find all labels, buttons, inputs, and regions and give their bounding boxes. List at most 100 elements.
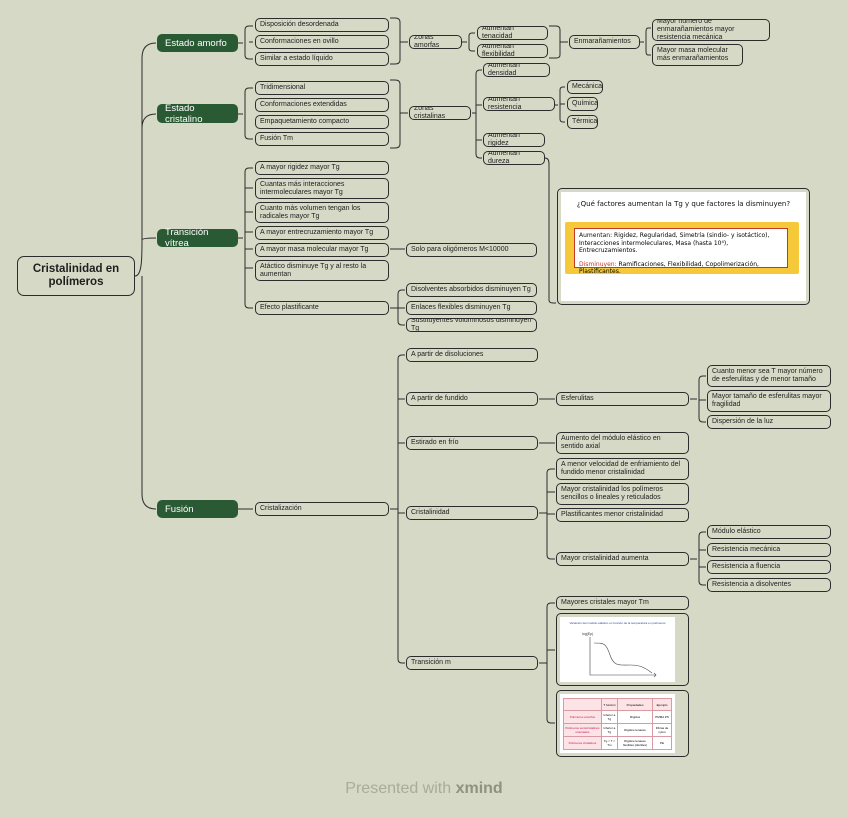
node-disposicion[interactable]: Disposición desordenada <box>255 18 389 32</box>
node-aumentan-flexibilidad[interactable]: Aumentan flexibilidad <box>477 44 548 58</box>
modulus-graph-image[interactable]: Variación del módulo elástico en función… <box>556 613 689 686</box>
node-volumen-radicales-tg[interactable]: Cuanto más volumen tengan los radicales … <box>255 202 389 223</box>
node-estirado-frio[interactable]: Estirado en frío <box>406 436 538 450</box>
node-enlaces-flexibles-tg[interactable]: Enlaces flexibles disminuyen Tg <box>406 301 537 315</box>
node-plastificantes-cristalinidad[interactable]: Plastificantes menor cristalinidad <box>556 508 689 522</box>
node-velocidad-enfriamiento[interactable]: A menor velocidad de enfriamiento del fu… <box>556 458 689 480</box>
node-label: A mayor masa molecular mayor Tg <box>260 246 368 254</box>
table-cell: Polímeros amorfos <box>564 711 602 724</box>
node-label: Mayor cristalinidad aumenta <box>561 555 649 563</box>
node-enmaranamientos[interactable]: Enmarañamientos <box>569 35 640 49</box>
node-label: Efecto plastificante <box>260 304 319 312</box>
node-label: Atáctico disminuye Tg y al resto la aume… <box>260 263 384 279</box>
node-aumentan-densidad[interactable]: Aumentan densidad <box>483 63 550 77</box>
node-fusion-tm[interactable]: Fusión Tm <box>255 132 389 146</box>
node-interacciones-tg[interactable]: Cuantas más interacciones intermolecular… <box>255 178 389 199</box>
node-label: Módulo elástico <box>712 528 761 536</box>
node-similar-liquido[interactable]: Similar a estado líquido <box>255 52 389 66</box>
node-zonas-cristalinas[interactable]: Zonas cristalinas <box>409 106 471 120</box>
node-label: A mayor rigidez mayor Tg <box>260 164 340 172</box>
table-cell: Rígidos tenaces <box>617 724 652 737</box>
node-cristalizacion[interactable]: Cristalización <box>255 502 389 516</box>
branch-fusion[interactable]: Fusión <box>157 500 238 518</box>
table-cell: Polímeros semicristalinos orientados <box>564 724 602 737</box>
node-menor-t-esferulitas[interactable]: Cuanto menor sea T mayor número de esfer… <box>707 365 831 387</box>
node-label: Fusión Tm <box>260 135 293 143</box>
node-aumentan-dureza[interactable]: Aumentan dureza <box>483 151 545 165</box>
node-modulo-axial[interactable]: Aumento del módulo elástico en sentido a… <box>556 432 689 454</box>
branch-estado-cristalino[interactable]: Estado cristalino <box>157 104 238 123</box>
branch-estado-amorfo[interactable]: Estado amorfo <box>157 34 238 52</box>
node-rigidez-tg[interactable]: A mayor rigidez mayor Tg <box>255 161 389 175</box>
node-zonas-amorfas[interactable]: Zonas amorfas <box>409 35 462 49</box>
node-label: A mayor entrecruzamiento mayor Tg <box>260 229 373 237</box>
node-polimeros-sencillos[interactable]: Mayor cristalinidad los polímeros sencil… <box>556 483 689 505</box>
node-termica[interactable]: Térmica <box>567 115 598 129</box>
graph-plot <box>560 623 675 682</box>
node-tridimensional[interactable]: Tridimensional <box>255 81 389 95</box>
node-aumentan-tenacidad[interactable]: Aumentan tenacidad <box>477 26 548 40</box>
node-label: Resistencia a fluencia <box>712 563 780 571</box>
node-label: Plastificantes menor cristalinidad <box>561 511 663 519</box>
node-label: Disolventes absorbidos disminuyen Tg <box>411 286 531 294</box>
node-conformaciones-ovillo[interactable]: Conformaciones en ovillo <box>255 35 389 49</box>
table-header <box>564 699 602 711</box>
table-cell: PE <box>653 737 672 750</box>
node-label: Conformaciones extendidas <box>260 101 347 109</box>
tg-aumentan-label: Aumentan: <box>579 232 612 239</box>
table-cell: Polímeros cristalinos <box>564 737 602 750</box>
node-resistencia-disolventes[interactable]: Resistencia a disolventes <box>707 578 831 592</box>
node-oligomeros[interactable]: Solo para oligómeros M<10000 <box>406 243 537 257</box>
tg-card-box: Aumentan: Rigidez, Regularidad, Simetría… <box>574 228 788 268</box>
node-label: Aumentan resistencia <box>488 97 550 111</box>
node-masa-molecular-tg[interactable]: A mayor masa molecular mayor Tg <box>255 243 389 257</box>
node-efecto-plastificante[interactable]: Efecto plastificante <box>255 301 389 315</box>
node-label: Solo para oligómeros M<10000 <box>411 246 508 254</box>
node-esferulitas[interactable]: Esferulitas <box>556 392 689 406</box>
node-label: Mayores cristales mayor Tm <box>561 599 649 607</box>
node-label: A partir de disoluciones <box>411 351 483 359</box>
node-mayor-cristalinidad-aumenta[interactable]: Mayor cristalinidad aumenta <box>556 552 689 566</box>
node-transicion-m[interactable]: Transición m <box>406 656 538 670</box>
node-resistencia-fluencia[interactable]: Resistencia a fluencia <box>707 560 831 574</box>
node-label: Zonas amorfas <box>414 35 457 49</box>
branch-label: Estado amorfo <box>165 38 227 49</box>
node-label: Química <box>572 100 598 108</box>
node-disolventes-tg[interactable]: Disolventes absorbidos disminuyen Tg <box>406 283 537 297</box>
node-conformaciones-extendidas[interactable]: Conformaciones extendidas <box>255 98 389 112</box>
node-label: Empaquetamiento compacto <box>260 118 349 126</box>
branch-label: Estado cristalino <box>165 103 230 125</box>
node-mayores-cristales-tm[interactable]: Mayores cristales mayor Tm <box>556 596 689 610</box>
node-cristalinidad[interactable]: Cristalinidad <box>406 506 538 520</box>
node-aumentan-resistencia[interactable]: Aumentan resistencia <box>483 97 555 111</box>
node-modulo-elastico[interactable]: Módulo elástico <box>707 525 831 539</box>
node-aumentan-rigidez[interactable]: Aumentan rigidez <box>483 133 545 147</box>
root-node[interactable]: Cristalinidad en polímeros <box>17 256 135 296</box>
table-header: Ejemplo <box>653 699 672 711</box>
xmind-logo: xmind <box>456 780 503 797</box>
node-label: Enmarañamientos <box>574 38 631 46</box>
node-tamano-esferulitas[interactable]: Mayor tamaño de esferulitas mayor fragil… <box>707 390 831 412</box>
node-label: Estirado en frío <box>411 439 458 447</box>
branch-transicion-vitrea[interactable]: Transición vítrea <box>157 229 238 247</box>
polymer-table-image[interactable]: T función Propiedades Ejemplo Polímeros … <box>556 690 689 757</box>
node-empaquetamiento[interactable]: Empaquetamiento compacto <box>255 115 389 129</box>
tg-aumentan-line: Aumentan: Rigidez, Regularidad, Simetría… <box>579 232 783 255</box>
branch-label: Transición vítrea <box>165 227 230 249</box>
tg-factors-image[interactable]: ¿Qué factores aumentan la Tg y que facto… <box>557 188 810 305</box>
node-entrecruzamiento-tg[interactable]: A mayor entrecruzamiento mayor Tg <box>255 226 389 240</box>
node-mayor-numero-enmaranamientos[interactable]: Mayor número de enmarañamientos mayor re… <box>652 19 770 41</box>
node-resistencia-mecanica[interactable]: Resistencia mecánica <box>707 543 831 557</box>
node-dispersion-luz[interactable]: Dispersión de la luz <box>707 415 831 429</box>
node-a-partir-disoluciones[interactable]: A partir de disoluciones <box>406 348 538 362</box>
node-label: Aumento del módulo elástico en sentido a… <box>561 435 684 451</box>
node-sustituyentes-tg[interactable]: Sustituyentes voluminosos disminuyen Tg <box>406 318 537 332</box>
table-cell: Fibras de nylon <box>653 724 672 737</box>
node-a-partir-fundido[interactable]: A partir de fundido <box>406 392 538 406</box>
node-atactico-tg[interactable]: Atáctico disminuye Tg y al resto la aume… <box>255 260 389 281</box>
table-cell: Inferior a Tg <box>601 711 617 724</box>
node-mecanica[interactable]: Mecánica <box>567 80 603 94</box>
node-mayor-masa-enmaranamientos[interactable]: Mayor masa molecular más enmarañamientos <box>652 44 743 66</box>
node-quimica[interactable]: Química <box>567 97 598 111</box>
node-label: Esferulitas <box>561 395 594 403</box>
